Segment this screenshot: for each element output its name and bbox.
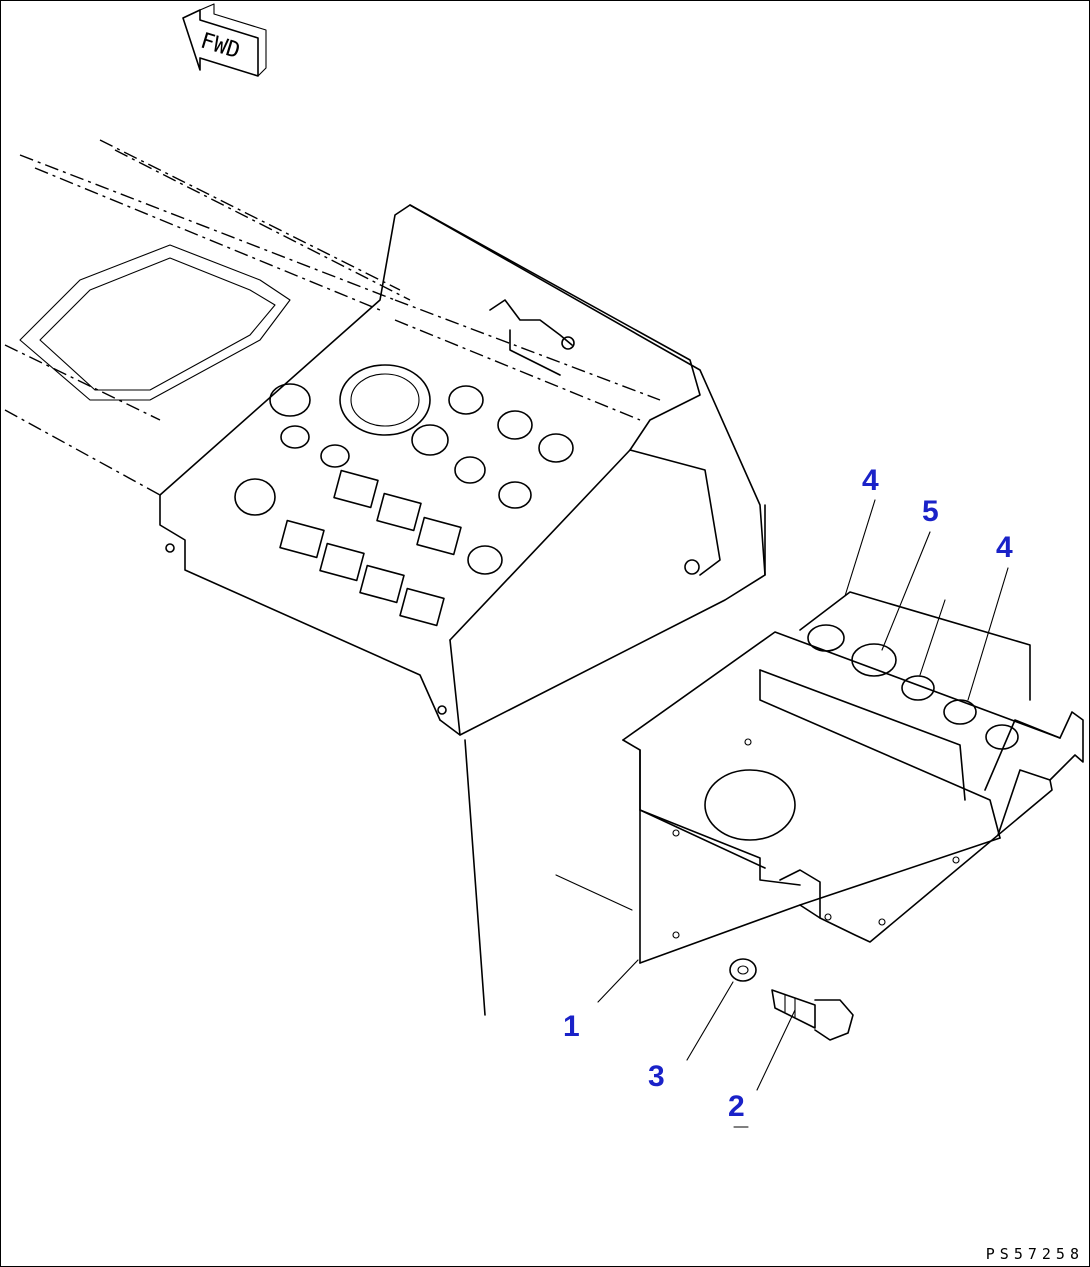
dashboard-console bbox=[4, 139, 766, 1016]
bolt bbox=[771, 989, 854, 1041]
callout-5: 5 bbox=[922, 495, 939, 528]
bracket-panel bbox=[555, 591, 1084, 964]
fwd-arrow: FWD bbox=[182, 3, 267, 77]
callout-1: 1 bbox=[563, 1010, 580, 1043]
callout-2: 2 bbox=[728, 1090, 745, 1123]
instrument-controls bbox=[234, 299, 575, 627]
callout-leaders bbox=[597, 499, 1009, 1128]
callout-4-right: 4 bbox=[996, 531, 1013, 564]
washer bbox=[729, 958, 757, 982]
document-code: PS57258 bbox=[985, 1245, 1084, 1263]
callout-3: 3 bbox=[648, 1060, 665, 1093]
callout-4-left: 4 bbox=[862, 464, 879, 497]
